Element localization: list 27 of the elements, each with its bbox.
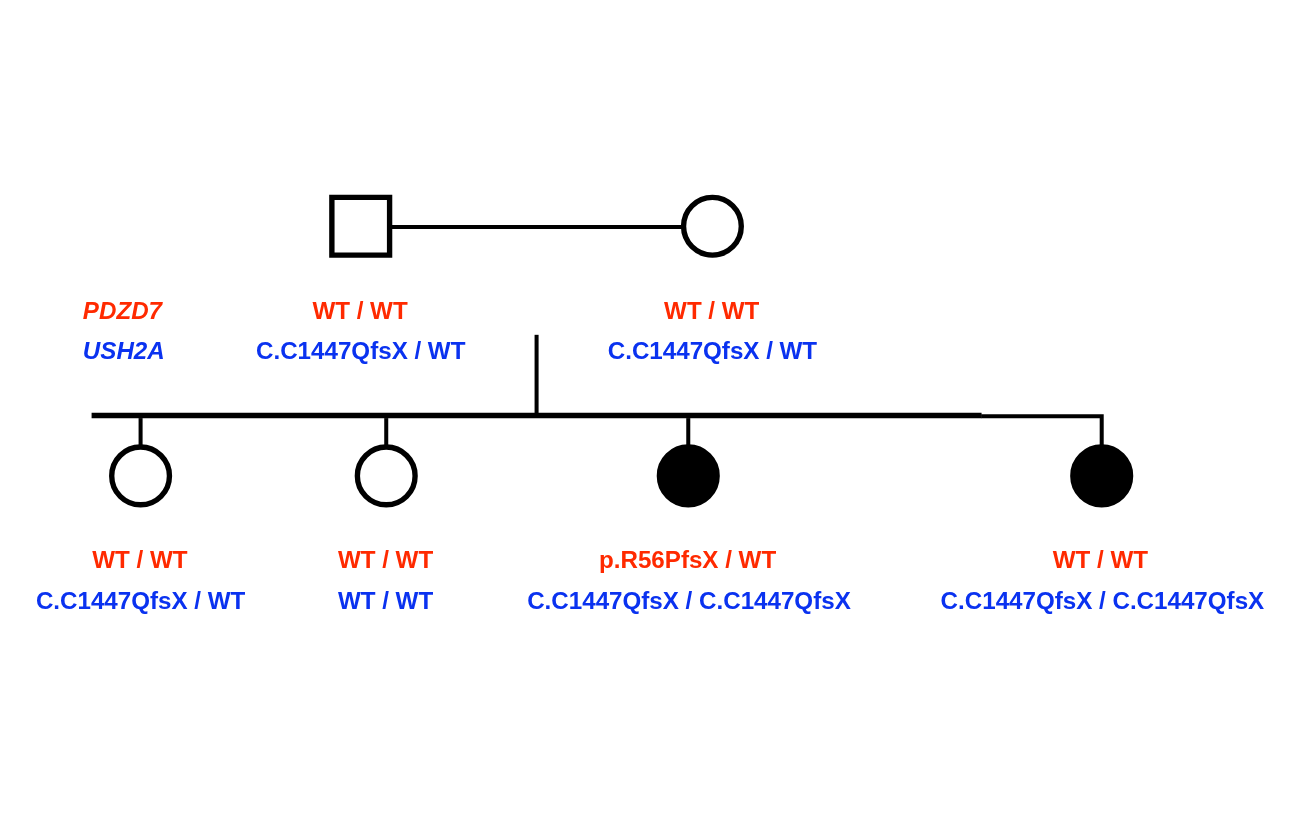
label: USH2A [82, 336, 165, 364]
node-circle [109, 443, 173, 507]
node-label: C.C1447QfsX / WT [256, 336, 466, 364]
node-circle [1070, 443, 1134, 507]
node-label: WT / WT [1052, 545, 1148, 573]
node-label: WT / WT [337, 586, 434, 614]
connector [534, 334, 539, 413]
node-label: C.C1447QfsX / WT [35, 586, 246, 614]
node-label: WT / WT [92, 545, 188, 573]
connector [981, 413, 1104, 447]
node-circle [680, 194, 744, 258]
connector [390, 224, 684, 229]
node-circle [354, 443, 418, 507]
node-box [329, 194, 393, 258]
connector [138, 417, 143, 447]
node-label: C.C1447QfsX / WT [607, 336, 818, 364]
node-label: C.C1447QfsX / C.C1447QfsX [527, 586, 851, 614]
node-label: WT / WT [312, 296, 408, 324]
node-label: C.C1447QfsX / C.C1447QfsX [940, 586, 1265, 614]
connector [686, 417, 691, 447]
node-bar [91, 412, 982, 418]
node-label: p.R56PfsX / WT [599, 545, 777, 573]
node-label: WT / WT [664, 296, 760, 324]
label: PDZD7 [82, 296, 163, 324]
node-label: WT / WT [337, 545, 434, 573]
connector [384, 417, 389, 447]
node-circle [656, 443, 720, 507]
